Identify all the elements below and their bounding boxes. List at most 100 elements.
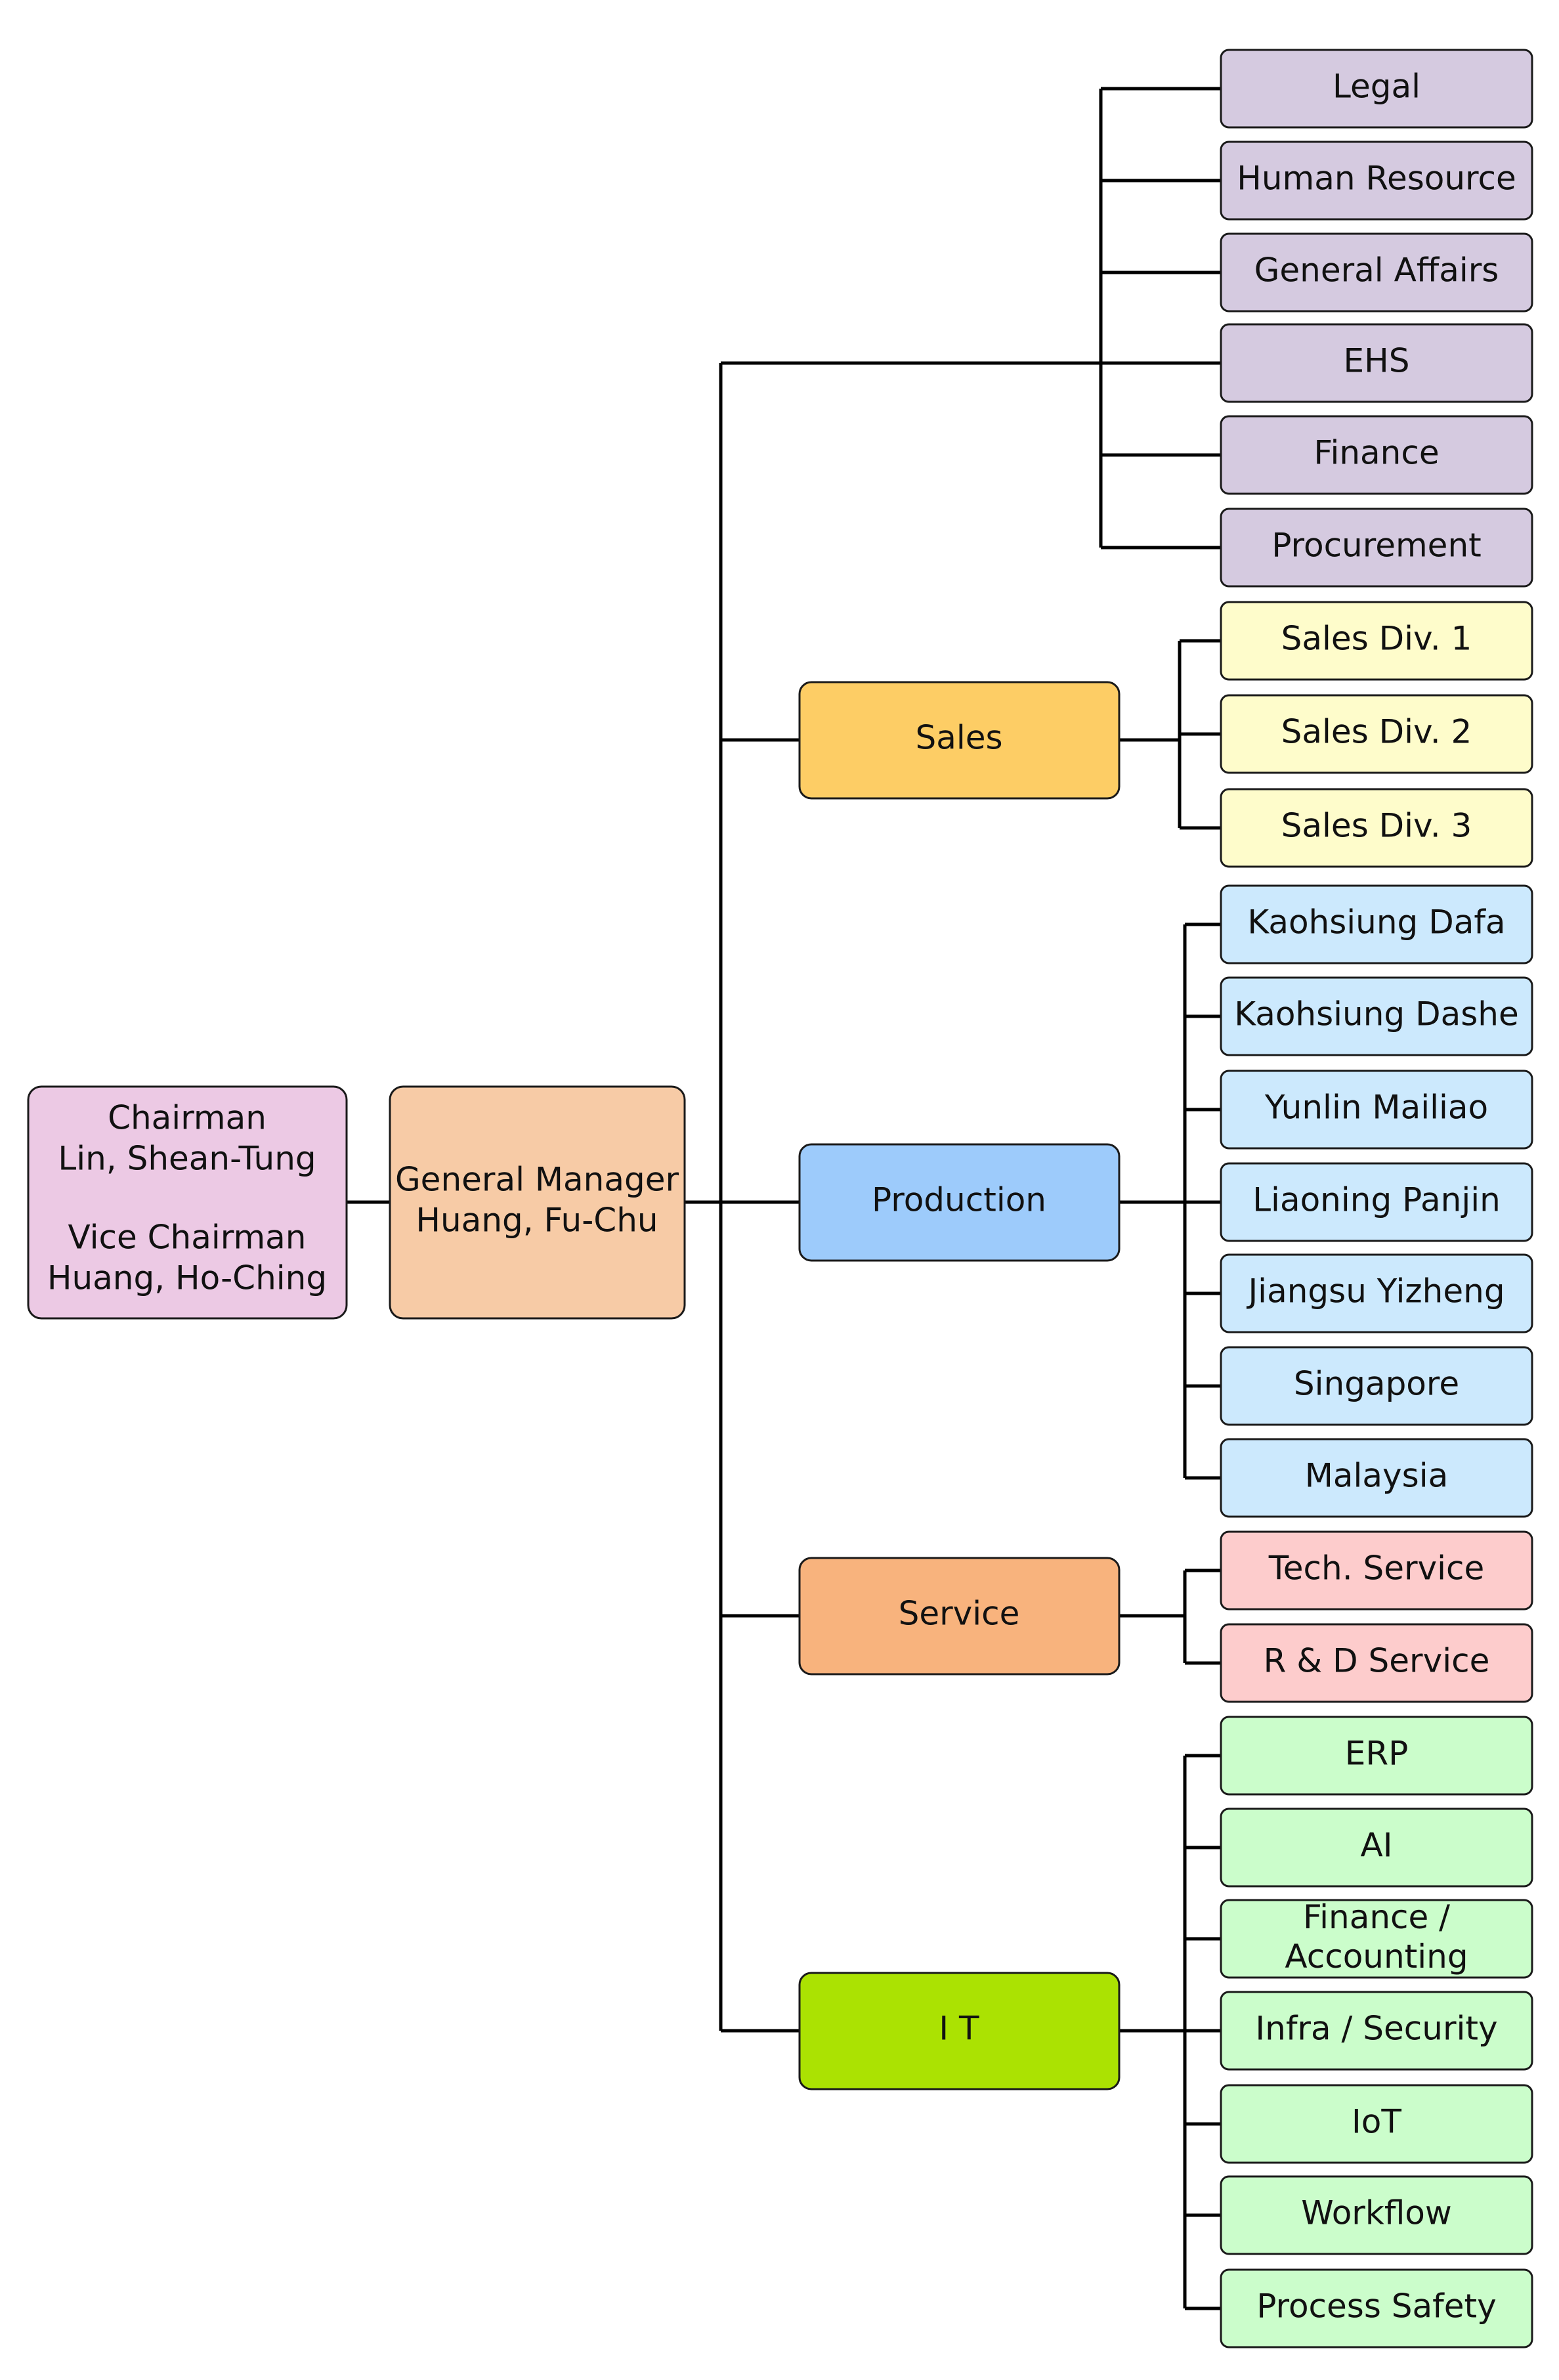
plant-liaoning-panjin[interactable]: Liaoning Panjin bbox=[1220, 1162, 1533, 1242]
unit-label: EHS bbox=[1344, 342, 1410, 380]
service-units: Tech. Service R & D Service bbox=[1220, 1530, 1533, 1703]
admin-unit-ehs[interactable]: EHS bbox=[1220, 323, 1533, 403]
chairman-node[interactable]: Chairman Lin, Shean-Tung Vice Chairman H… bbox=[27, 1085, 348, 1320]
sales-unit-div-2[interactable]: Sales Div. 2 bbox=[1220, 694, 1533, 774]
vice-chairman-name: Huang, Ho-Ching bbox=[47, 1259, 327, 1297]
unit-label: Finance bbox=[1313, 434, 1439, 472]
unit-box bbox=[1220, 976, 1533, 1056]
general-manager-title: General Manager bbox=[395, 1161, 679, 1199]
unit-box bbox=[1220, 884, 1533, 964]
it-unit-ai[interactable]: AI bbox=[1220, 1807, 1533, 1888]
unit-label: Jiangsu Yizheng bbox=[1246, 1272, 1505, 1310]
sales-dept-label: Sales bbox=[915, 719, 1002, 757]
department-production[interactable]: Production bbox=[798, 1143, 1121, 1262]
service-dept-box bbox=[798, 1557, 1121, 1676]
sales-unit-div-3[interactable]: Sales Div. 3 bbox=[1220, 788, 1533, 868]
unit-label: AI bbox=[1361, 1827, 1393, 1865]
unit-label: Sales Div. 1 bbox=[1281, 620, 1472, 658]
unit-box bbox=[1220, 323, 1533, 403]
unit-box bbox=[1220, 1346, 1533, 1426]
plant-yunlin-mailiao[interactable]: Yunlin Mailiao bbox=[1220, 1070, 1533, 1150]
connector-production-ticks bbox=[1185, 922, 1221, 1480]
unit-box bbox=[1220, 788, 1533, 868]
service-unit-rd-service[interactable]: R & D Service bbox=[1220, 1623, 1533, 1703]
unit-label: Kaohsiung Dashe bbox=[1234, 995, 1518, 1033]
unit-box bbox=[1220, 1253, 1533, 1333]
plant-jiangsu-yizheng[interactable]: Jiangsu Yizheng bbox=[1220, 1253, 1533, 1333]
unit-label: Singapore bbox=[1294, 1365, 1459, 1403]
unit-box bbox=[1220, 1899, 1533, 1979]
unit-label: Procurement bbox=[1271, 527, 1481, 565]
unit-box bbox=[1220, 508, 1533, 588]
unit-label: Kaohsiung Dafa bbox=[1247, 903, 1505, 941]
general-manager-name: Huang, Fu-Chu bbox=[416, 1201, 658, 1240]
connectors bbox=[347, 87, 1221, 2310]
connector-admin-ticks bbox=[1101, 87, 1221, 550]
vice-chairman-title: Vice Chairman bbox=[68, 1219, 307, 1257]
unit-box bbox=[1220, 2268, 1533, 2348]
unit-box bbox=[1220, 1807, 1533, 1888]
unit-box bbox=[1220, 415, 1533, 495]
unit-box bbox=[1220, 49, 1533, 129]
it-unit-iot[interactable]: IoT bbox=[1220, 2084, 1533, 2164]
it-units: ERP AI Finance /Accounting Infra / Secur… bbox=[1220, 1716, 1533, 2348]
department-sales[interactable]: Sales bbox=[798, 681, 1121, 800]
department-service[interactable]: Service bbox=[798, 1557, 1121, 1676]
production-dept-box bbox=[798, 1143, 1121, 1262]
unit-label: Process Safety bbox=[1256, 2287, 1497, 2326]
unit-label: Sales Div. 2 bbox=[1281, 713, 1472, 751]
sales-unit-div-1[interactable]: Sales Div. 1 bbox=[1220, 601, 1533, 681]
unit-box bbox=[1220, 1070, 1533, 1150]
plant-singapore[interactable]: Singapore bbox=[1220, 1346, 1533, 1426]
it-dept-box bbox=[798, 1972, 1121, 2090]
admin-unit-general-affairs[interactable]: General Affairs bbox=[1220, 232, 1533, 313]
admin-unit-legal[interactable]: Legal bbox=[1220, 49, 1533, 129]
connector-it-ticks bbox=[1185, 1754, 1221, 2310]
unit-label: Malaysia bbox=[1305, 1457, 1448, 1495]
plant-malaysia[interactable]: Malaysia bbox=[1220, 1438, 1533, 1518]
admin-unit-procurement[interactable]: Procurement bbox=[1220, 508, 1533, 588]
plant-kaohsiung-dafa[interactable]: Kaohsiung Dafa bbox=[1220, 884, 1533, 964]
it-dept-label: I T bbox=[939, 2010, 979, 2048]
it-unit-finance-accounting[interactable]: Finance /Accounting bbox=[1220, 1898, 1533, 1979]
unit-box bbox=[1220, 232, 1533, 313]
unit-box bbox=[1220, 1438, 1533, 1518]
unit-label: IoT bbox=[1352, 2103, 1401, 2141]
it-unit-erp[interactable]: ERP bbox=[1220, 1716, 1533, 1796]
unit-box bbox=[1220, 601, 1533, 681]
unit-label: Human Resource bbox=[1237, 160, 1516, 198]
unit-box bbox=[1220, 1162, 1533, 1242]
unit-label: Liaoning Panjin bbox=[1252, 1181, 1501, 1219]
general-manager-box bbox=[389, 1085, 686, 1320]
unit-label-line: Finance / bbox=[1303, 1898, 1450, 1936]
general-manager-node[interactable]: General Manager Huang, Fu-Chu bbox=[389, 1085, 686, 1320]
unit-label: General Affairs bbox=[1254, 251, 1499, 290]
unit-label: Legal bbox=[1333, 68, 1420, 106]
unit-label: Workflow bbox=[1301, 2194, 1452, 2232]
service-dept-label: Service bbox=[899, 1595, 1020, 1633]
unit-box bbox=[1220, 1530, 1533, 1611]
unit-label: Sales Div. 3 bbox=[1281, 807, 1472, 845]
unit-box bbox=[1220, 1716, 1533, 1796]
unit-label: Infra / Security bbox=[1255, 2010, 1497, 2048]
it-unit-infra-security[interactable]: Infra / Security bbox=[1220, 1991, 1533, 2071]
unit-box bbox=[1220, 694, 1533, 774]
unit-label: Yunlin Mailiao bbox=[1264, 1089, 1488, 1127]
admin-unit-human-resource[interactable]: Human Resource bbox=[1220, 141, 1533, 221]
sales-units: Sales Div. 1 Sales Div. 2 Sales Div. 3 bbox=[1220, 601, 1533, 868]
admin-unit-finance[interactable]: Finance bbox=[1220, 415, 1533, 495]
unit-box bbox=[1220, 1623, 1533, 1703]
unit-label: R & D Service bbox=[1264, 1642, 1490, 1680]
admin-units: Legal Human Resource General Affairs EHS… bbox=[1220, 49, 1533, 588]
production-dept-label: Production bbox=[872, 1181, 1046, 1219]
department-it[interactable]: I T bbox=[798, 1972, 1121, 2090]
service-unit-tech-service[interactable]: Tech. Service bbox=[1220, 1530, 1533, 1611]
plant-kaohsiung-dashe[interactable]: Kaohsiung Dashe bbox=[1220, 976, 1533, 1056]
chairman-box bbox=[27, 1085, 348, 1320]
unit-box bbox=[1220, 1991, 1533, 2071]
it-unit-process-safety[interactable]: Process Safety bbox=[1220, 2268, 1533, 2348]
unit-box bbox=[1220, 2084, 1533, 2164]
it-unit-workflow[interactable]: Workflow bbox=[1220, 2175, 1533, 2255]
unit-label: Tech. Service bbox=[1268, 1549, 1485, 1588]
